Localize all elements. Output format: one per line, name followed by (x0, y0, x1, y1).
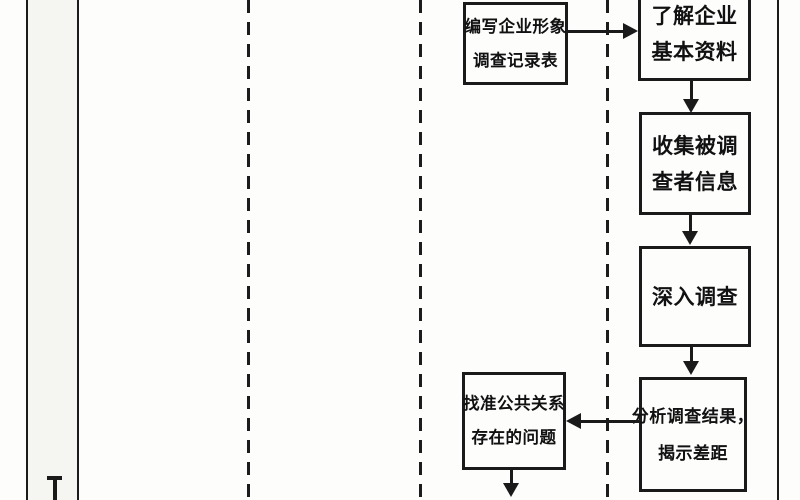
dashed-divider-2 (419, 0, 422, 500)
node-deep-survey: 深入调查 (639, 246, 751, 347)
node-identify-problems: 找准公共关系 存在的问题 (462, 372, 566, 470)
left-lane-border-inner (77, 0, 79, 500)
arrowhead-right-icon (623, 23, 638, 39)
node-text: 揭示差距 (658, 443, 728, 463)
node-text: 基本资料 (651, 39, 738, 64)
node-write-record-form: 编写企业形象 调查记录表 (463, 2, 568, 85)
arrowhead-down-icon (683, 361, 699, 375)
node-collect-respondents: 收集被调 查者信息 (639, 112, 751, 215)
node-text: 存在的问题 (471, 428, 557, 447)
left-lane-fill (28, 0, 77, 500)
arrowhead-left-icon (566, 413, 581, 429)
edge-problems-to-next (510, 470, 513, 485)
node-text: 深入调查 (652, 284, 738, 309)
node-text: 调查记录表 (473, 50, 558, 70)
node-text: 了解企业 (651, 3, 738, 28)
node-text: 找准公共关系 (463, 394, 565, 413)
node-analyze-results: 分析调查结果， 揭示差距 (632, 377, 754, 492)
node-company-basics: 了解企业 基本资料 (638, 0, 751, 81)
node-text: 分析调查结果， (631, 406, 755, 426)
right-column-border (777, 0, 779, 500)
edge-survey-to-analyze (690, 347, 693, 363)
dashed-divider-1 (247, 0, 250, 500)
arrowhead-down-icon (683, 99, 699, 113)
cropped-character-top-stem (53, 478, 57, 500)
dashed-divider-3 (606, 0, 609, 500)
arrowhead-down-icon (682, 231, 698, 245)
edge-basics-to-collect (690, 81, 693, 101)
node-text: 查者信息 (652, 169, 738, 194)
left-lane-border-outer (26, 0, 28, 500)
edge-collect-to-survey (689, 215, 692, 233)
arrowhead-down-icon (503, 483, 519, 497)
node-text: 收集被调 (652, 133, 738, 158)
edge-analyze-to-problems (581, 420, 640, 423)
edge-writeform-to-basics (568, 30, 624, 33)
node-text: 编写企业形象 (464, 16, 567, 36)
